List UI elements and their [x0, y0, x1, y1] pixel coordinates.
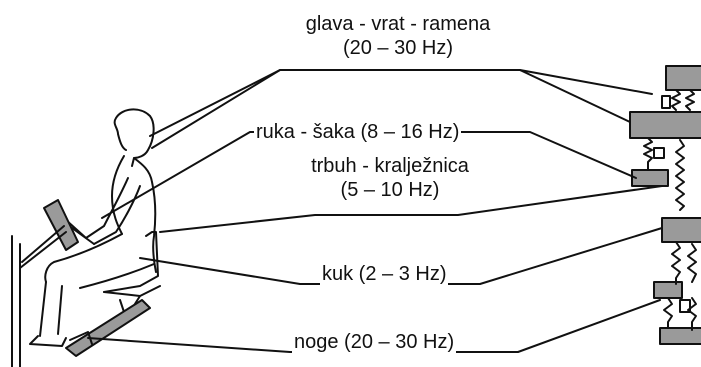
label-abdomen-spine: trbuh - kralježnica (5 – 10 Hz)	[288, 154, 492, 202]
steering-wheel	[19, 199, 79, 269]
label-head-neck-shoulders: glava - vrat - ramena (20 – 30 Hz)	[276, 12, 520, 60]
pedal	[65, 299, 151, 357]
label-hip: kuk (2 – 3 Hz)	[320, 262, 449, 286]
vehicle-frame	[11, 235, 21, 367]
spring-mass-model	[629, 65, 701, 345]
leader-lines	[87, 69, 663, 353]
label-abdomen-spine-name: trbuh - kralježnica	[311, 155, 469, 177]
vehicle-seat	[103, 231, 161, 319]
seated-person	[29, 108, 157, 347]
label-abdomen-spine-frequency: (5 – 10 Hz)	[340, 179, 440, 201]
label-head-neck-shoulders-frequency: (20 – 30 Hz)	[342, 37, 454, 59]
label-legs: noge (20 – 30 Hz)	[292, 330, 457, 354]
label-hand-arm: ruka - šaka (8 – 16 Hz)	[254, 120, 462, 144]
label-head-neck-shoulders-name: glava - vrat - ramena	[305, 13, 491, 35]
